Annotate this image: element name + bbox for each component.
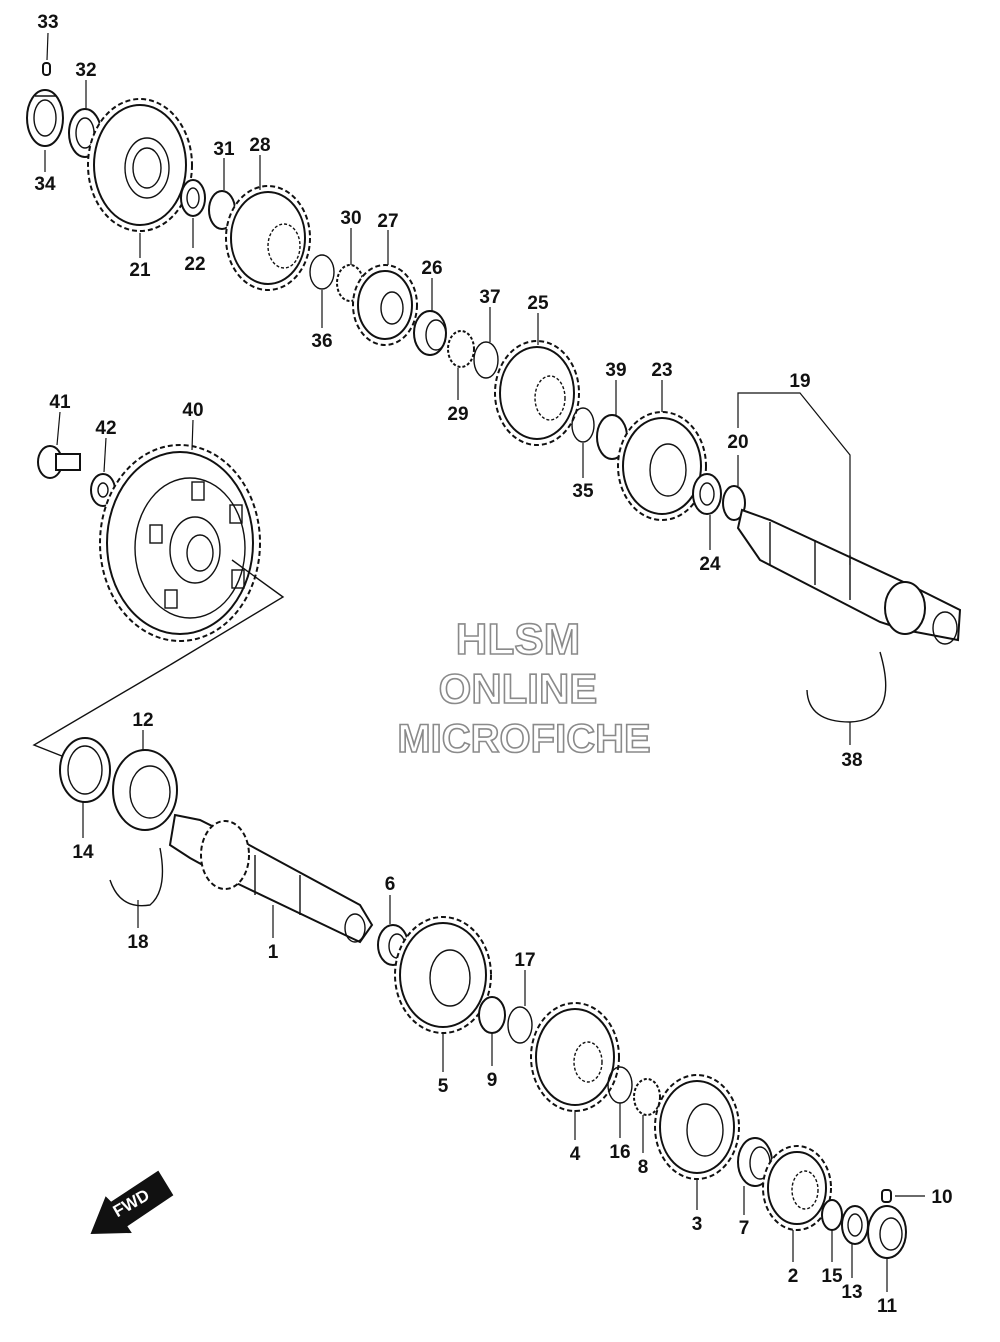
callout-33: 33 — [37, 12, 58, 33]
callout-3: 3 — [692, 1214, 703, 1235]
callout-35: 35 — [572, 481, 594, 502]
part-26-bearing — [413, 310, 447, 356]
callout-30: 30 — [340, 208, 361, 229]
part-5-gear — [394, 916, 492, 1034]
callout-21: 21 — [129, 260, 151, 281]
watermark-line-1: HLSM — [456, 615, 581, 664]
callout-38: 38 — [841, 750, 862, 771]
part-34-bearing — [26, 89, 64, 147]
part-27-gear — [352, 264, 418, 346]
callout-6: 6 — [385, 874, 396, 895]
part-14-oil-seal — [59, 737, 111, 803]
callout-15: 15 — [821, 1266, 843, 1287]
part-36-circlip — [309, 254, 335, 290]
callout-4: 4 — [570, 1144, 581, 1165]
part-21-gear — [87, 98, 193, 232]
watermark-line-2: ONLINE — [439, 665, 598, 712]
callout-26: 26 — [421, 258, 442, 279]
callout-29: 29 — [447, 404, 468, 425]
callout-42: 42 — [95, 418, 116, 439]
callout-10: 10 — [931, 1187, 952, 1208]
callout-23: 23 — [651, 360, 672, 381]
callout-13: 13 — [841, 1282, 862, 1303]
connector-line-lower — [32, 664, 171, 761]
part-35-circlip — [571, 407, 595, 443]
callout-14: 14 — [72, 842, 94, 863]
callout-18: 18 — [127, 932, 148, 953]
callout-28: 28 — [249, 135, 270, 156]
callout-34: 34 — [34, 174, 56, 195]
fwd-arrow-icon: FWD — [90, 1170, 174, 1235]
part-1-drive-shaft — [168, 813, 374, 944]
callout-9: 9 — [487, 1070, 498, 1091]
callout-24: 24 — [699, 554, 721, 575]
part-22-bushing — [180, 179, 206, 217]
part-12-bearing — [112, 749, 178, 831]
leader-lines — [44, 32, 925, 1292]
part-29-washer — [447, 330, 475, 368]
callout-11: 11 — [877, 1296, 898, 1317]
part-23-gear — [617, 411, 707, 521]
callout-labels: 33 32 34 21 22 31 28 30 27 36 26 37 25 2… — [34, 12, 952, 1317]
callout-31: 31 — [213, 139, 235, 160]
connector-line-upper — [169, 559, 285, 666]
part-9-washer — [478, 996, 506, 1034]
callout-5: 5 — [438, 1076, 449, 1097]
part-37-circlip — [473, 341, 499, 379]
part-10-pin — [881, 1189, 892, 1203]
part-25-gear — [494, 340, 580, 446]
part-11-bearing — [867, 1205, 907, 1259]
callout-19: 19 — [789, 371, 810, 392]
part-15-washer — [821, 1199, 843, 1231]
part-4-gear — [530, 1002, 620, 1112]
callout-40: 40 — [182, 400, 203, 421]
callout-12: 12 — [132, 710, 153, 731]
callout-37: 37 — [479, 287, 500, 308]
drive-shaft-assembly — [59, 737, 907, 1259]
callout-17: 17 — [514, 950, 535, 971]
counter-shaft-assembly — [26, 62, 962, 723]
callout-27: 27 — [377, 211, 398, 232]
part-38-ring — [806, 651, 887, 723]
part-20-washer — [722, 485, 746, 521]
watermark: HLSM ONLINE MICROFICHE — [397, 614, 652, 762]
callout-8: 8 — [638, 1157, 649, 1178]
callout-41: 41 — [49, 392, 71, 413]
callout-25: 25 — [527, 293, 549, 314]
callout-7: 7 — [739, 1218, 750, 1239]
part-41-bolt — [37, 445, 81, 479]
part-28-gear — [225, 185, 311, 291]
part-33-pin — [42, 62, 51, 76]
part-18-ring — [109, 847, 164, 907]
watermark-line-3: MICROFICHE — [397, 717, 650, 761]
part-17-circlip — [507, 1006, 533, 1044]
part-19-countershaft — [736, 508, 962, 645]
callout-36: 36 — [311, 331, 332, 352]
callout-20: 20 — [727, 432, 748, 453]
callout-2: 2 — [788, 1266, 799, 1287]
callout-22: 22 — [184, 254, 205, 275]
callout-32: 32 — [75, 60, 96, 81]
part-8-washer — [633, 1078, 661, 1116]
part-24-bushing — [692, 473, 722, 515]
part-2-gear — [762, 1145, 832, 1231]
part-3-gear — [654, 1074, 740, 1180]
part-40-gear — [99, 444, 261, 642]
part-13-seal — [841, 1205, 869, 1245]
primary-driven-gear-group — [32, 444, 285, 761]
callout-39: 39 — [605, 360, 626, 381]
callout-1: 1 — [268, 942, 279, 963]
callout-16: 16 — [609, 1142, 630, 1163]
